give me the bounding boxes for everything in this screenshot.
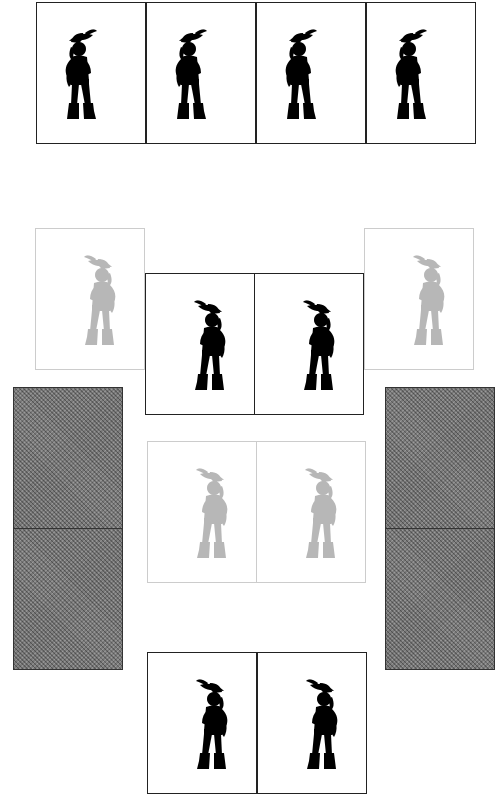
musketeer-icon	[159, 14, 243, 132]
card-ghost-mid-1	[147, 441, 257, 583]
card-back-left-1[interactable]	[13, 387, 123, 529]
musketeer-icon	[269, 453, 353, 571]
musketeer-icon	[49, 14, 133, 132]
card-ghost-right	[364, 228, 474, 370]
card-mid-1[interactable]	[145, 273, 255, 415]
card-bottom-1[interactable]	[147, 652, 257, 794]
musketeer-icon	[270, 664, 354, 782]
musketeer-icon	[267, 285, 351, 403]
card-top-4[interactable]	[366, 2, 476, 144]
card-ghost-mid-2	[256, 441, 366, 583]
card-back-right-2[interactable]	[385, 528, 495, 670]
musketeer-icon	[158, 285, 242, 403]
card-back-left-2[interactable]	[13, 528, 123, 670]
musketeer-icon	[269, 14, 353, 132]
card-ghost-left	[35, 228, 145, 370]
musketeer-icon	[48, 240, 132, 358]
musketeer-icon	[377, 240, 461, 358]
musketeer-icon	[160, 453, 244, 571]
card-mid-2[interactable]	[254, 273, 364, 415]
card-top-1[interactable]	[36, 2, 146, 144]
card-back-right-1[interactable]	[385, 387, 495, 529]
card-bottom-2[interactable]	[257, 652, 367, 794]
musketeer-icon	[379, 14, 463, 132]
card-top-3[interactable]	[256, 2, 366, 144]
card-top-2[interactable]	[146, 2, 256, 144]
musketeer-icon	[160, 664, 244, 782]
